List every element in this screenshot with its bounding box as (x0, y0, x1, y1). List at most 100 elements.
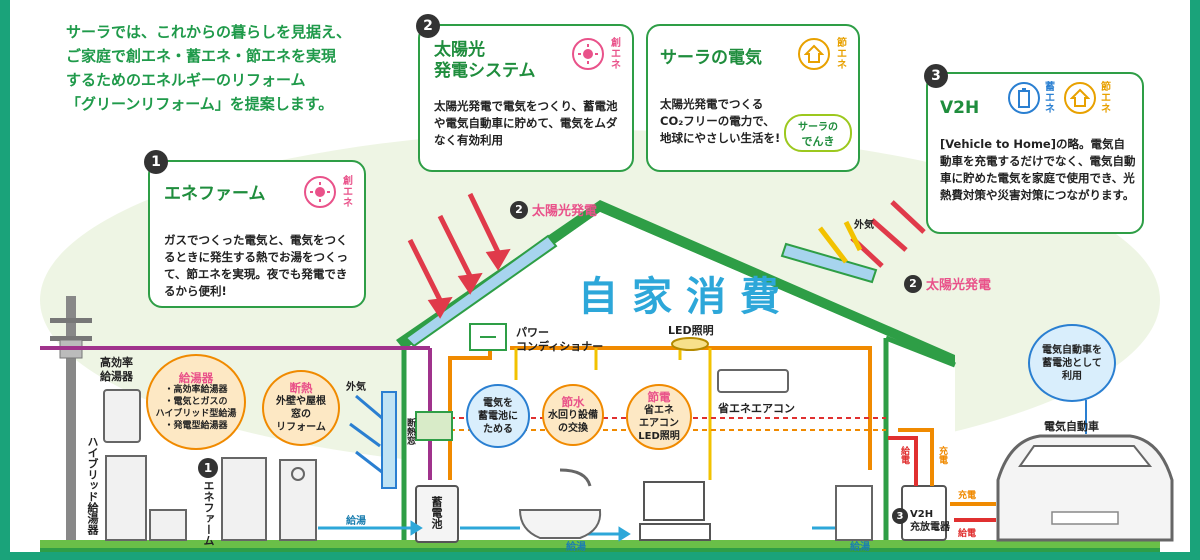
bubble-power-saving: 節電 省エネ エアコン LED照明 (626, 384, 692, 450)
solar-label-text: 太陽光発電 (926, 278, 992, 293)
roof (396, 200, 955, 365)
power-conditioner-line: パワー (516, 326, 549, 339)
discharge-label: 給電 (958, 529, 977, 539)
bubble-line: 電気自動車を (1042, 344, 1102, 356)
card-enefarm: 1 エネファーム 創エネ ガスでつくった電気と、電気をつくるときに発生する熱でお… (144, 150, 366, 308)
sala-logo-line: サーラの (798, 121, 838, 133)
heater-label-line: 高効率 (100, 356, 133, 369)
hot-water-label: 給湯 (346, 516, 366, 527)
enefarm-number: 1 (198, 458, 218, 478)
bubble-line: ・高効率給湯器 (164, 385, 228, 395)
frame-left (0, 0, 10, 560)
led-label: LED照明 (668, 324, 714, 337)
aircon-label: 省エネエアコン (718, 402, 795, 415)
power-conditioner-line: コンディショナー (516, 340, 604, 353)
card-solar-title-line: 太陽光 (434, 40, 485, 60)
bubble-title: 給湯器 (178, 371, 214, 385)
card-v2h-text: [Vehicle to Home]の略。電気自動車を充電するだけでなく、電気自動… (940, 137, 1136, 202)
solar-label-right: 2 太陽光発電 (904, 274, 991, 293)
card-v2h: 3 V2H 蓄エネ 節エネ [Vehicle to Home]の略。電気自動車を… (924, 64, 1144, 234)
bubble-line: 蓄電池に (478, 410, 518, 422)
bubble-water-saving: 節水 水回り設備 の交換 (542, 384, 604, 446)
discharge-label: 給電 (899, 446, 909, 464)
intro-text: サーラでは、これからの暮らしを見据え、 ご家庭で創エネ・蓄エネ・節エネを実現 す… (66, 20, 386, 116)
card-v2h-tag2: 節エネ (1101, 82, 1111, 115)
self-consumption-title: 自家消費 (578, 274, 794, 320)
insulated-window-label: 断熱窓 (405, 418, 415, 445)
tv (643, 481, 705, 521)
bubble-line: ・電気とガスの (164, 397, 228, 407)
bubble-line: 省エネ (644, 405, 674, 416)
v2h-device-label: V2H 充放電器 (910, 508, 950, 534)
ground-line (40, 540, 1160, 550)
bubble-title: 節電 (647, 390, 671, 404)
bubble-line: 外壁や屋根 (276, 396, 326, 407)
bubble-line: 窓の (291, 409, 311, 420)
frame-right (1190, 0, 1200, 560)
high-efficiency-heater-label: 高効率 給湯器 (100, 356, 133, 384)
card-v2h-number: 3 (924, 64, 948, 88)
charge-label: 充電 (937, 446, 947, 464)
high-efficiency-heater (103, 389, 141, 443)
card-v2h-tag1: 蓄エネ (1045, 82, 1055, 115)
hybrid-heater-label: ハイブリッド給湯器 (86, 436, 99, 535)
card-solar-text: 太陽光発電で電気をつくり、蓄電池や電気自動車に貯めて、電気をムダなく有効利用 (434, 99, 618, 147)
card-solar-number: 2 (416, 14, 440, 38)
solar-label-text: 太陽光発電 (532, 204, 598, 219)
solar-panel-left (404, 234, 558, 348)
frame-bottom (0, 552, 1200, 560)
house-leaf-icon (1064, 82, 1096, 114)
power-conditioner-label: パワー コンディショナー (516, 326, 603, 354)
outside-air-label: 外気 (346, 382, 366, 393)
bubble-line: 利用 (1062, 370, 1082, 382)
bubble-line: ためる (483, 423, 513, 435)
sala-denki-logo: サーラの でんき (784, 114, 852, 152)
solar-label-number: 2 (510, 200, 528, 219)
bubble-title: 断熱 (289, 381, 313, 395)
card-enefarm-title: エネファーム (164, 184, 266, 204)
solar-label-number: 2 (904, 274, 922, 293)
intro-line: ご家庭で創エネ・蓄エネ・節エネを実現 (66, 47, 337, 65)
led-light (671, 337, 709, 351)
insulated-window (381, 391, 397, 489)
bubble-line: ハイブリッド型給湯 (155, 409, 237, 419)
sun-icon (304, 176, 336, 208)
shower (559, 468, 592, 487)
heater-label-line: 給湯器 (100, 370, 133, 383)
card-sala-text: 太陽光発電でつくるCO₂フリーの電力で、地球にやさしい生活を! (660, 97, 781, 145)
outside-air-arrows (349, 394, 383, 474)
aircon-unit (717, 369, 789, 393)
bubble-line: 蓄電池として (1042, 357, 1102, 369)
bubble-line: LED照明 (638, 431, 680, 442)
card-enefarm-tag: 創エネ (343, 176, 353, 209)
hot-water-label: 給湯 (850, 542, 870, 553)
card-enefarm-text: ガスでつくった電気と、電気をつくるときに発生する熱でお湯をつくって、節エネを実現… (164, 233, 348, 298)
sunlight-arrows-left (407, 192, 511, 319)
ev-label: 電気自動車 (1044, 420, 1099, 433)
wash-basin (835, 485, 873, 541)
enefarm-unit (221, 457, 267, 541)
hybrid-heater (105, 455, 147, 541)
sala-logo-line: でんき (801, 134, 835, 148)
intro-line: サーラでは、これからの暮らしを見据え、 (66, 23, 352, 41)
bubble-line: 電気を (483, 397, 513, 409)
battery-icon (1008, 82, 1040, 114)
bubble-line: ・発電型給湯器 (164, 421, 228, 431)
battery-label: 蓄電池 (430, 496, 443, 529)
charge-label: 充電 (958, 491, 977, 501)
battery-unit (415, 485, 459, 543)
card-solar-title-line: 発電システム (434, 61, 536, 81)
v2h-number: 3 (892, 508, 908, 524)
bubble-water-heater: 給湯器 ・高効率給湯器 ・電気とガスの ハイブリッド型給湯 ・発電型給湯器 (146, 354, 246, 450)
utility-pole (66, 296, 76, 540)
house-body (404, 212, 955, 540)
bubble-ev-battery: 電気自動車を 蓄電池として 利用 (1028, 324, 1116, 402)
intro-line: するためのエネルギーのリフォーム (66, 71, 306, 89)
card-solar: 2 太陽光 発電システム 創エネ 太陽光発電で電気をつくり、蓄電池や電気自動車に… (416, 14, 634, 172)
bubble-line: リフォーム (276, 422, 326, 433)
card-sala-tag: 節エネ (837, 38, 847, 71)
bubble-line: 水回り設備 (548, 409, 598, 421)
card-enefarm-number: 1 (144, 150, 168, 174)
v2h-arrows (888, 428, 996, 522)
card-solar-tag: 創エネ (611, 38, 621, 71)
